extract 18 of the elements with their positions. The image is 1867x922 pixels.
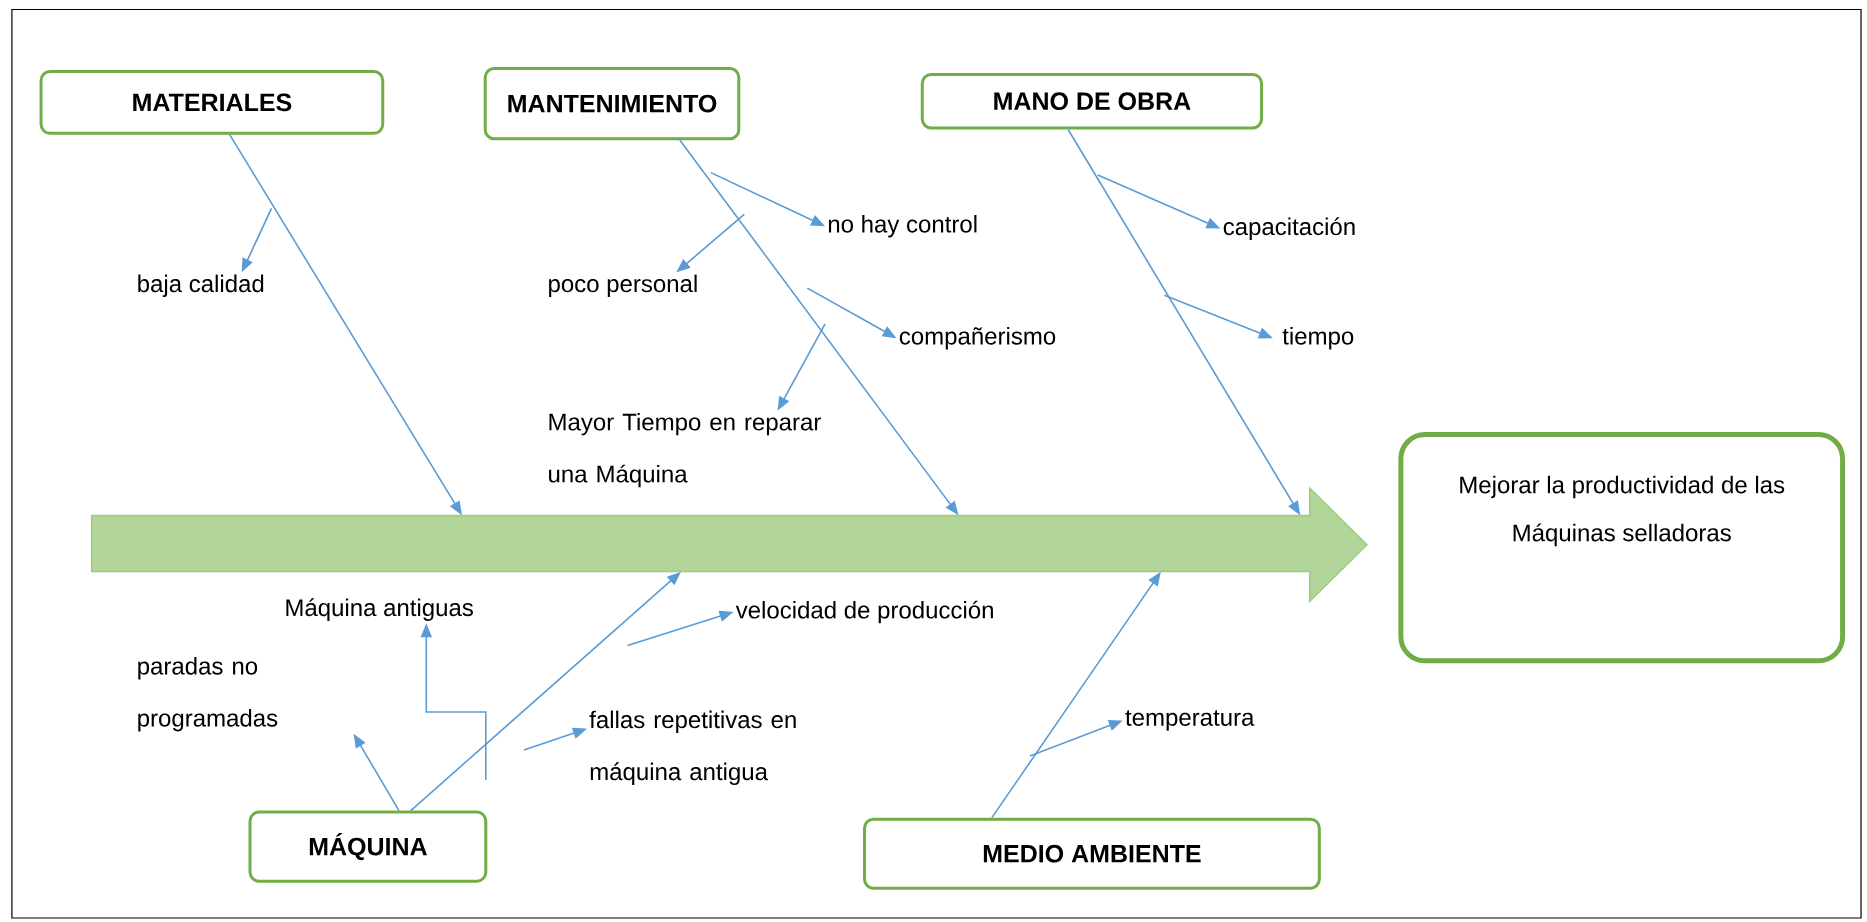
cause-label: velocidad de producción [735, 600, 993, 624]
category-box: MEDIO AMBIENTE [863, 817, 1321, 890]
category-box: MATERIALES [39, 69, 385, 135]
cause-label: poco personal [549, 274, 697, 297]
category-box: MANTENIMIENTO [483, 66, 741, 141]
cause-label: fallas repetitivas en máquina antigua [589, 710, 796, 785]
cause-label: Mayor Tiempo en reparar una Máquina [549, 412, 821, 488]
cause-label: baja calidad [138, 274, 264, 297]
cause-label: Máquina antiguas [286, 598, 473, 621]
cause-label: temperatura [1125, 710, 1255, 731]
category-box: MANO DE OBRA [920, 72, 1264, 130]
category-box: MÁQUINA [248, 810, 488, 883]
cause-label: paradas no programadas [138, 657, 278, 732]
cause-label: compañerismo [899, 327, 1056, 350]
cause-label: tiempo [1282, 327, 1354, 350]
effect-box: Mejorar la productividad de las Máquinas selladoras [1398, 432, 1846, 664]
cause-label: no hay control [828, 215, 977, 238]
cause-label: capacitación [1223, 217, 1355, 240]
